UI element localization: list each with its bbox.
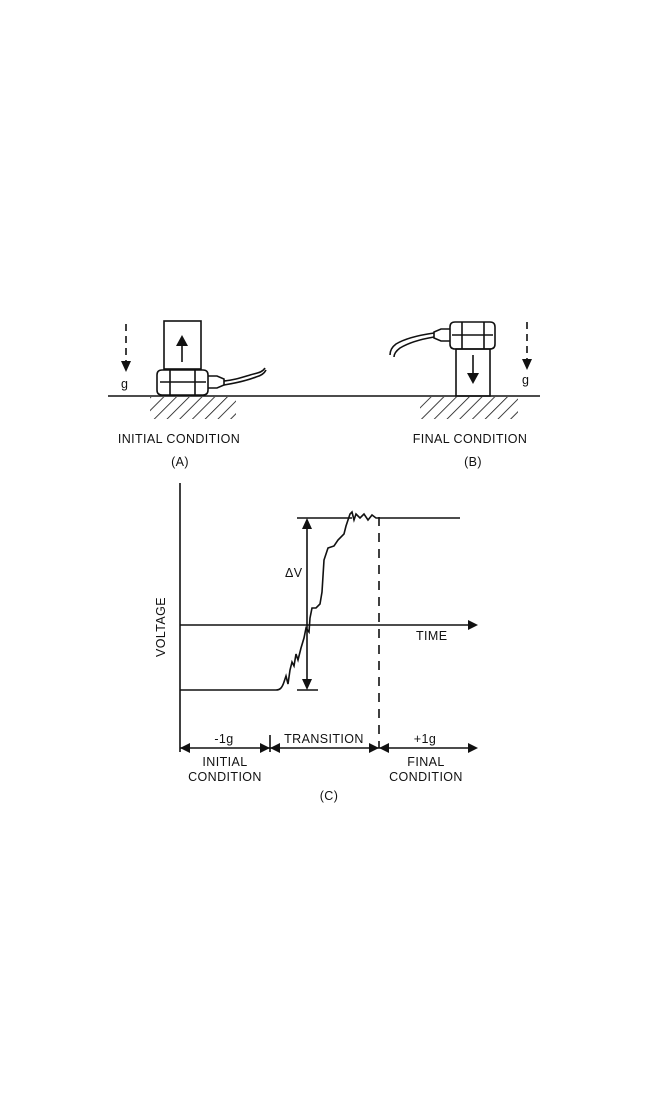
segment-level-2: TRANSITION (284, 732, 364, 746)
up-arrow-icon (176, 335, 188, 346)
gravity-label-b: g (522, 373, 529, 387)
voltage-trace (180, 512, 460, 690)
top-panels: g (108, 321, 540, 469)
cable-a (224, 368, 265, 381)
letter-a: (A) (171, 455, 189, 469)
delta-v-arrowhead-down (302, 679, 312, 690)
segment-level-1: -1g (214, 732, 233, 746)
connector-b (434, 329, 450, 341)
segment-caption-3a: FINAL (407, 755, 444, 769)
segment-level-3: +1g (414, 732, 436, 746)
letter-b: (B) (464, 455, 482, 469)
panel-c-plot: VOLTAGE TIME ΔV -1g TRANSITION +1g INITI… (154, 483, 478, 803)
ground-hatch-a (150, 397, 236, 419)
ground-hatch-b (420, 397, 518, 419)
segment-caption-1a: INITIAL (202, 755, 247, 769)
x-axis-label: TIME (416, 629, 447, 643)
delta-v-arrowhead-up (302, 518, 312, 529)
gravity-arrowhead-a (121, 361, 131, 372)
letter-c: (C) (320, 789, 339, 803)
segment-arrowhead-end (468, 743, 478, 753)
segment-caption-1b: CONDITION (188, 770, 262, 784)
panel-a-accelerometer: g (121, 321, 266, 395)
caption-a: INITIAL CONDITION (118, 432, 240, 446)
x-axis-arrowhead (468, 620, 478, 630)
gravity-label-a: g (121, 377, 128, 391)
segment-caption-3b: CONDITION (389, 770, 463, 784)
panel-b-accelerometer: g (390, 322, 532, 396)
down-arrow-icon (467, 373, 479, 384)
y-axis-label: VOLTAGE (154, 597, 168, 657)
gravity-arrowhead-b (522, 359, 532, 370)
connector-a (208, 376, 224, 388)
caption-b: FINAL CONDITION (413, 432, 528, 446)
delta-v-label: ΔV (285, 566, 303, 580)
